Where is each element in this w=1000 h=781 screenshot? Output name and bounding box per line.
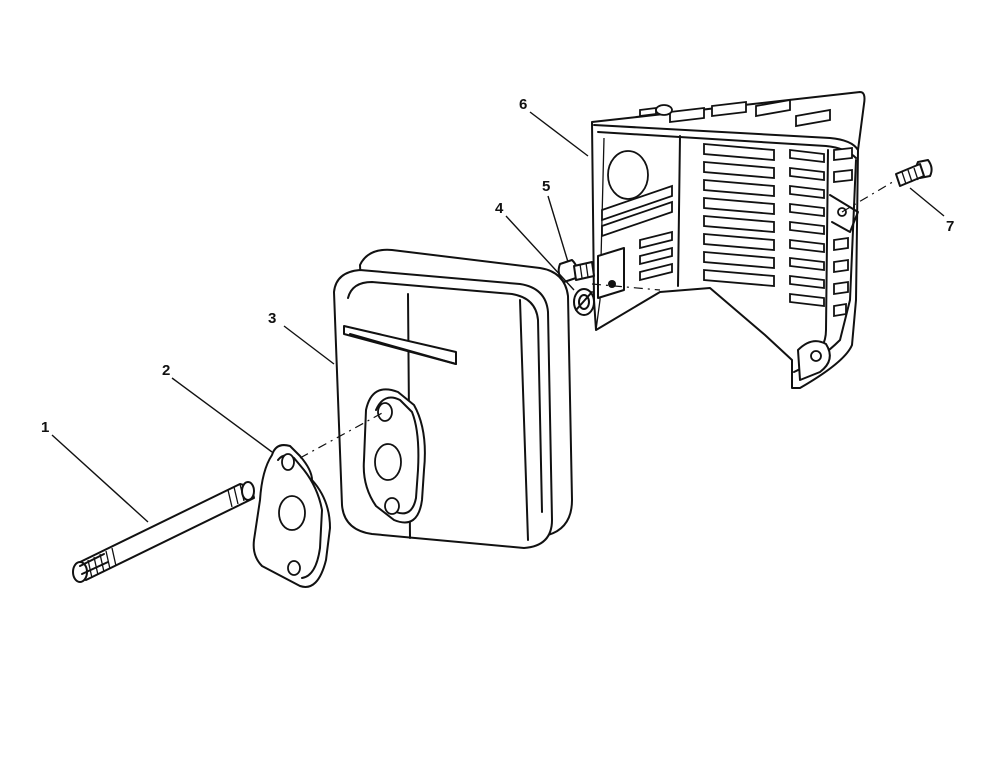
heat-shield-part-6 xyxy=(591,91,866,389)
callout-6: 6 xyxy=(519,96,527,113)
muffler-body-part-3 xyxy=(333,248,573,549)
callout-2: 2 xyxy=(162,362,170,379)
callout-5: 5 xyxy=(542,178,550,195)
screw-part-5 xyxy=(557,259,595,283)
callout-4: 4 xyxy=(495,200,504,217)
callout-3: 3 xyxy=(268,310,276,327)
bolt-part-7 xyxy=(895,159,933,187)
stud-part-1 xyxy=(72,481,255,583)
callout-1: 1 xyxy=(41,419,49,436)
leader-lines xyxy=(51,111,945,523)
assembly-center-lines xyxy=(299,179,897,459)
lock-washer-part-4 xyxy=(573,288,595,316)
gasket-part-2 xyxy=(252,444,331,588)
callout-numbers: 1 2 3 4 5 6 7 xyxy=(41,96,954,436)
callout-7: 7 xyxy=(946,218,954,235)
